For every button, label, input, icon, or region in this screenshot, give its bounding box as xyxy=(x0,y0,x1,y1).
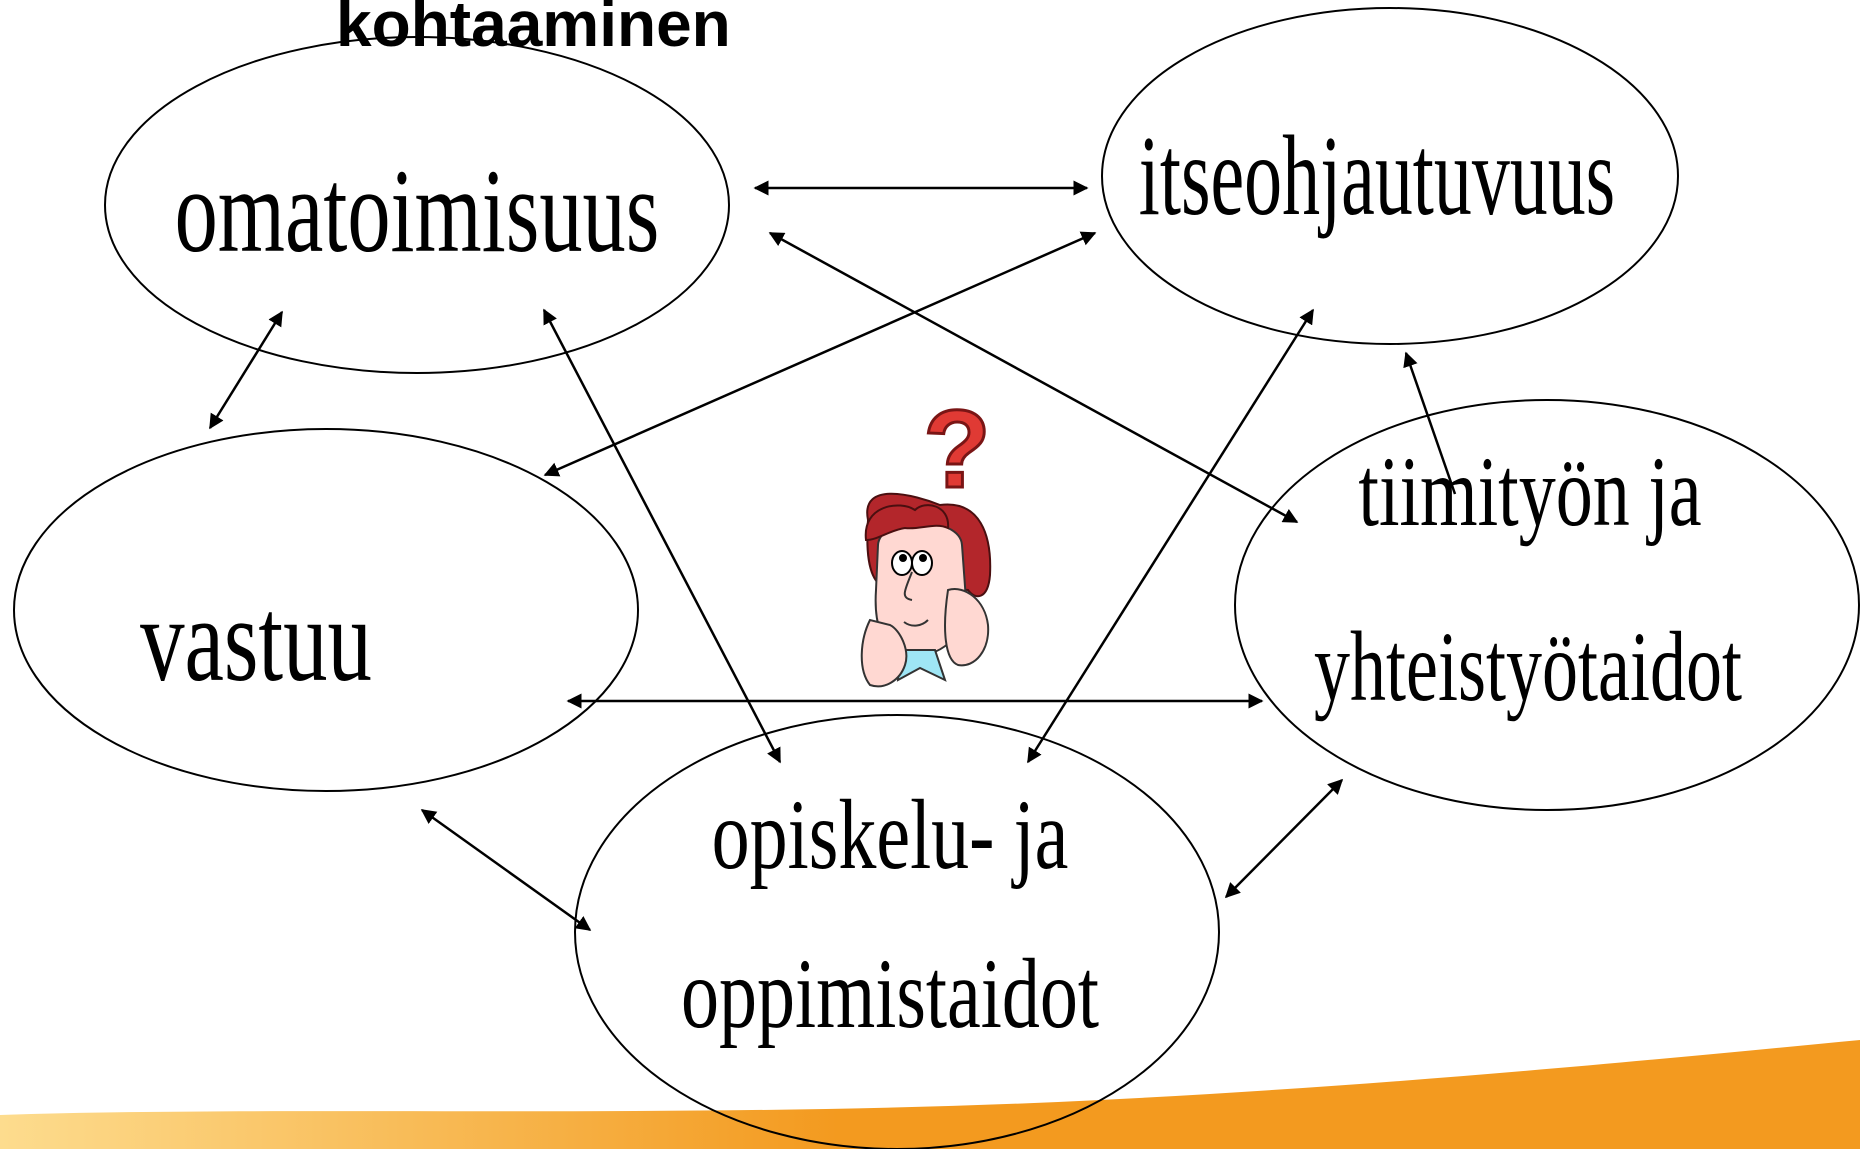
node-omatoimisuus xyxy=(104,36,730,374)
arrow-omatoimisuus-vastuu xyxy=(208,310,284,430)
arrow-tiimityo-itseohjautuvuus xyxy=(1403,351,1457,495)
node-label-tiimityo-line2: yhteistyötaidot xyxy=(1314,610,1742,721)
thinking-person-icon: ? xyxy=(860,387,992,688)
connector-arrows xyxy=(208,180,1457,932)
arrow-omatoimisuus-tiimityo xyxy=(768,231,1299,524)
decorative-wave-band xyxy=(0,1040,1860,1149)
node-vastuu xyxy=(13,428,639,792)
node-label-itseohjautuvuus: itseohjautuvuus xyxy=(1139,112,1615,239)
page-title: kohtaaminen xyxy=(336,0,731,60)
node-label-omatoimisuus: omatoimisuus xyxy=(175,144,660,277)
arrow-vastuu-opiskelu xyxy=(420,808,592,932)
node-label-opiskelu-line2: oppimistaidot xyxy=(681,939,1099,1049)
arrow-omatoimisuus-opiskelu xyxy=(542,308,782,764)
node-tiimityo xyxy=(1234,399,1860,811)
node-itseohjautuvuus xyxy=(1101,7,1679,345)
node-label-tiimityo-line1: tiimityön ja xyxy=(1358,437,1701,547)
node-label-vastuu: vastuu xyxy=(140,573,372,706)
node-label-opiskelu-line1: opiskelu- ja xyxy=(712,780,1069,890)
question-mark-icon: ? xyxy=(923,388,990,511)
arrow-opiskelu-tiimityo xyxy=(1224,778,1344,899)
node-opiskelu xyxy=(574,714,1220,1149)
arrow-itseohjautuvuus-opiskelu xyxy=(1026,308,1315,764)
